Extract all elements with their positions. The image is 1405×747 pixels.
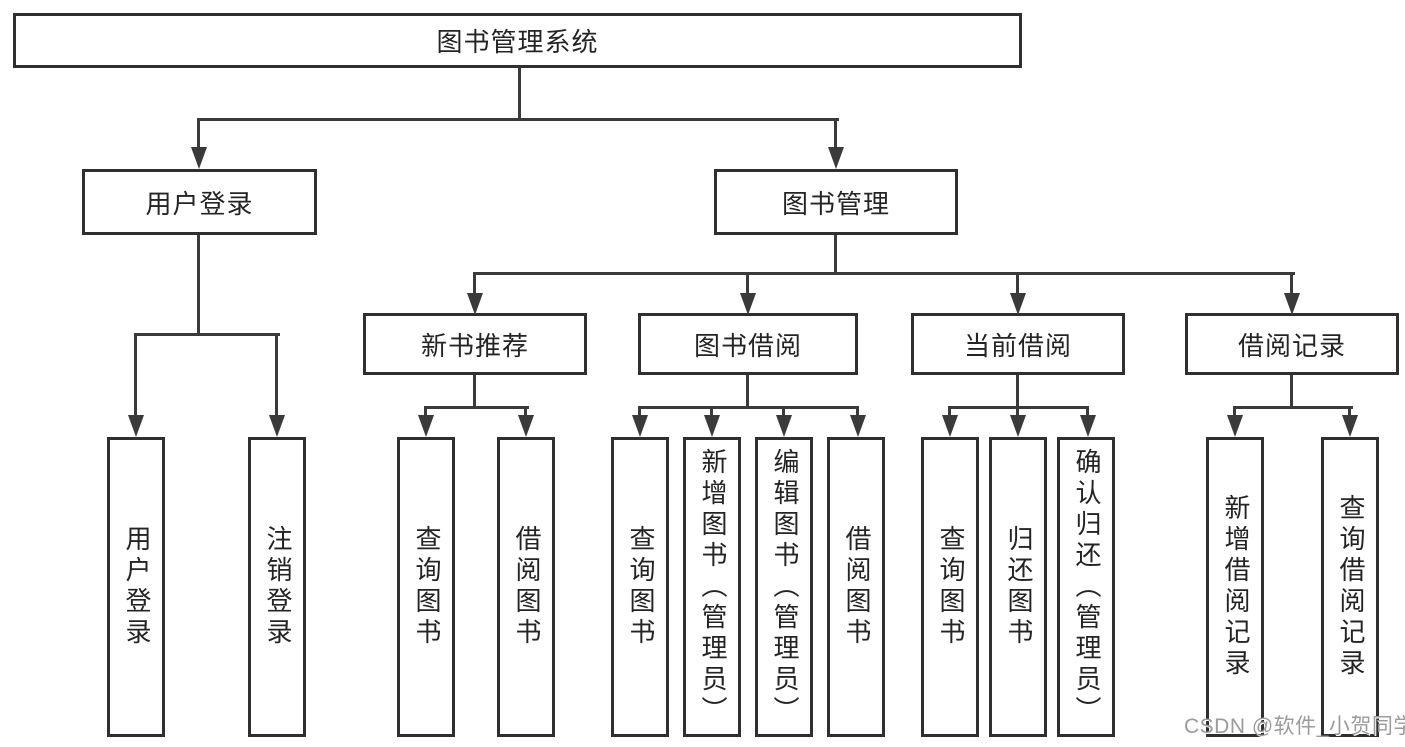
- node-label: 确认归还（管理员）: [1071, 447, 1102, 727]
- node-label: 新增图书（管理员）: [697, 447, 728, 727]
- leaf-borrow-books-borrowing: 借阅图书: [827, 437, 885, 737]
- arrowhead-query-books-2: [632, 415, 648, 437]
- node-label: 新书推荐: [420, 330, 529, 361]
- arrowhead-return-books: [1010, 415, 1026, 437]
- node-current-borrowing: 当前借阅: [911, 313, 1125, 375]
- node-library-management-system: 图书管理系统: [13, 13, 1022, 68]
- connector-borrowing-records-stub: [1290, 375, 1293, 409]
- leaf-add-books-admin: 新增图书（管理员）: [683, 437, 741, 737]
- connector-drop-borrow-books-1: [524, 406, 527, 419]
- leaf-logout-login: 注销登录: [248, 437, 306, 737]
- connector-root-stub: [518, 68, 521, 118]
- node-user-login: 用户登录: [82, 169, 317, 235]
- connector-new-book-split: [424, 406, 529, 409]
- arrowhead-new-book: [467, 293, 483, 315]
- connector-drop-add-record: [1233, 406, 1236, 419]
- connector-drop-leaf-user-login: [134, 333, 137, 419]
- connector-current-borrowing-stub: [1016, 375, 1019, 409]
- connector-drop-borrowing-records: [1290, 272, 1293, 298]
- node-label: 借阅图书: [511, 525, 542, 649]
- node-label: 查询图书: [625, 525, 656, 649]
- connector-drop-book-management: [834, 118, 837, 150]
- connector-drop-book-borrowing: [746, 272, 749, 298]
- connector-drop-leaf-logout: [275, 333, 278, 419]
- arrowhead-user-login: [191, 147, 207, 169]
- node-label: 用户登录: [145, 188, 254, 219]
- node-label: 用户登录: [121, 525, 152, 649]
- node-book-management: 图书管理: [714, 169, 958, 235]
- arrowhead-borrow-books-2: [850, 415, 866, 437]
- node-label: 图书借阅: [693, 330, 802, 361]
- node-label: 编辑图书（管理员）: [769, 447, 800, 727]
- node-label: 图书管理系统: [436, 27, 599, 57]
- leaf-edit-books-admin: 编辑图书（管理员）: [755, 437, 813, 737]
- node-label: 查询借阅记录: [1335, 494, 1366, 680]
- connector-new-book-stub: [473, 375, 476, 409]
- node-borrowing-records: 借阅记录: [1185, 313, 1399, 375]
- connector-drop-return-books: [1016, 406, 1019, 419]
- connector-drop-edit-books: [782, 406, 785, 419]
- node-book-borrowing: 图书借阅: [638, 313, 858, 375]
- connector-book-borrowing-split: [638, 406, 859, 409]
- arrowhead-edit-books: [776, 415, 792, 437]
- arrowhead-add-record: [1227, 415, 1243, 437]
- connector-book-borrowing-stub: [746, 375, 749, 409]
- connector-drop-query-books-1: [424, 406, 427, 419]
- node-label: 查询图书: [411, 525, 442, 649]
- connector-drop-confirm-return: [1086, 406, 1089, 419]
- leaf-query-books-recommend: 查询图书: [397, 437, 455, 737]
- connector-drop-borrow-books-2: [856, 406, 859, 419]
- node-label: 归还图书: [1003, 525, 1034, 649]
- leaf-query-books-current: 查询图书: [921, 437, 979, 737]
- connector-book-management-stub: [834, 235, 837, 272]
- connector-drop-query-books-3: [948, 406, 951, 419]
- arrowhead-leaf-user-login: [128, 415, 144, 437]
- connector-book-management-split: [473, 272, 1295, 275]
- node-label: 新增借阅记录: [1220, 494, 1251, 680]
- arrowhead-add-books: [704, 415, 720, 437]
- node-label: 当前借阅: [963, 330, 1072, 361]
- arrowhead-query-books-1: [418, 415, 434, 437]
- arrowhead-query-record: [1342, 415, 1358, 437]
- arrowhead-query-books-3: [942, 415, 958, 437]
- arrowhead-confirm-return: [1080, 415, 1096, 437]
- csdn-watermark: CSDN @软件_小贺同学: [1184, 715, 1405, 738]
- connector-borrowing-records-split: [1233, 406, 1353, 409]
- leaf-return-books: 归还图书: [989, 437, 1047, 737]
- leaf-confirm-return-admin: 确认归还（管理员）: [1057, 437, 1115, 737]
- node-label: 图书管理: [781, 188, 890, 219]
- connector-drop-new-book: [473, 272, 476, 298]
- arrowhead-book-borrowing: [740, 293, 756, 315]
- connector-user-login-stub: [197, 235, 200, 333]
- node-label: 查询图书: [935, 525, 966, 649]
- connector-drop-current-borrowing: [1016, 272, 1019, 298]
- leaf-user-login: 用户登录: [107, 437, 165, 737]
- leaf-borrow-books-recommend: 借阅图书: [497, 437, 555, 737]
- arrowhead-book-management: [828, 147, 844, 169]
- node-label: 借阅图书: [841, 525, 872, 649]
- connector-drop-add-books: [710, 406, 713, 419]
- connector-root-split: [197, 118, 839, 121]
- leaf-query-books-borrowing: 查询图书: [611, 437, 669, 737]
- arrowhead-borrow-books-1: [518, 415, 534, 437]
- arrowhead-current-borrowing: [1010, 293, 1026, 315]
- node-new-book-recommendation: 新书推荐: [363, 313, 587, 375]
- arrowhead-borrowing-records: [1284, 293, 1300, 315]
- connector-drop-user-login: [197, 118, 200, 150]
- connector-drop-query-books-2: [638, 406, 641, 419]
- node-label: 注销登录: [262, 525, 293, 649]
- arrowhead-leaf-logout: [269, 415, 285, 437]
- connector-user-login-split: [134, 333, 280, 336]
- connector-drop-query-record: [1348, 406, 1351, 419]
- leaf-add-borrow-record: 新增借阅记录: [1206, 437, 1264, 737]
- leaf-query-borrow-record: 查询借阅记录: [1321, 437, 1379, 737]
- node-label: 借阅记录: [1237, 330, 1346, 361]
